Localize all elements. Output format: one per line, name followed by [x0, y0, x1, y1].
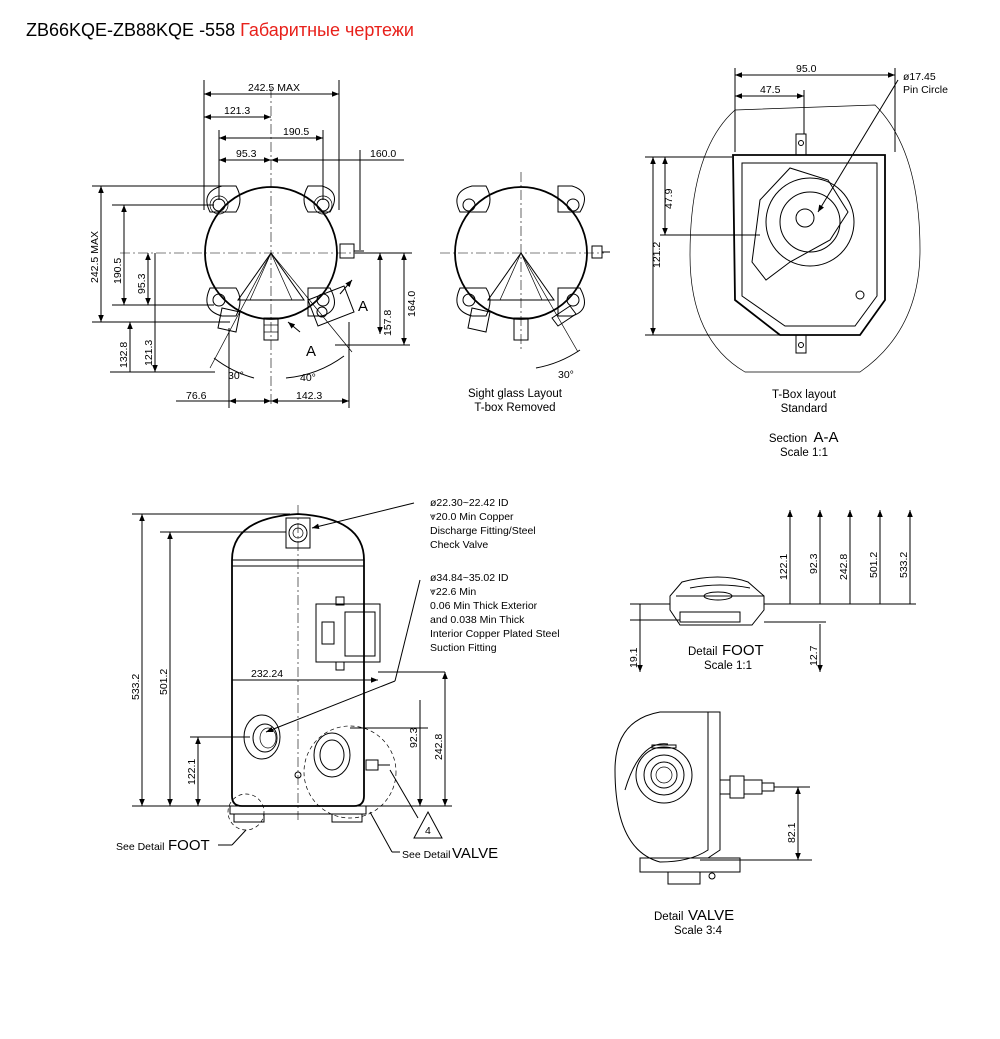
- foot-dim-242-8: 242.8: [838, 554, 850, 580]
- foot-outline: [669, 576, 765, 626]
- suction-note-4: and 0.038 Min Thick: [430, 614, 525, 626]
- foot-dim-92-3: 92.3: [808, 553, 820, 574]
- dim-157-8: 157.8: [382, 310, 394, 336]
- dim-160-0: 160.0: [370, 148, 396, 160]
- detail-foot-view: 19.1 122.1 92.3 242.8 501.2 533.2 12.7 D…: [628, 510, 916, 672]
- valve-port: [650, 761, 678, 789]
- section-outline: [689, 104, 921, 373]
- detail-valve-word: Detail: [654, 911, 683, 923]
- section-marker-a-2: A: [306, 343, 316, 360]
- dim-242-5-max-h: 242.5 MAX: [248, 82, 300, 94]
- tbox-section-view: 95.0 47.5 ø17.45 Pin Circle 47.9 121.2 T…: [645, 63, 948, 459]
- section-scale: Scale 1:1: [780, 447, 828, 459]
- suction-fitting: [252, 723, 278, 753]
- dim-501-2: 501.2: [158, 669, 170, 695]
- suction-note-6: Suction Fitting: [430, 642, 497, 654]
- dim-190-5: 190.5: [283, 126, 309, 138]
- dim-142-3: 142.3: [296, 390, 322, 402]
- dim-121-3: 121.3: [224, 105, 250, 117]
- angle-30: 30°: [228, 370, 244, 382]
- suction-note-2: ⩔22.6 Min: [430, 586, 476, 598]
- detail-valve-name: VALVE: [688, 907, 734, 924]
- top-view: 242.5 MAX 121.3 190.5 95.3 160.0 242.5 M…: [89, 80, 418, 408]
- pin-circle-label: Pin Circle: [903, 84, 948, 96]
- dim-122-1: 122.1: [186, 759, 198, 785]
- foot-dim-12-7: 12.7: [808, 645, 820, 666]
- sight-glass-fitting: [319, 739, 345, 771]
- discharge-note-4: Check Valve: [430, 539, 488, 551]
- detail-valve-view: 82.1 Detail VALVE Scale 3:4: [614, 711, 812, 937]
- valve-dim-82-1: 82.1: [786, 822, 798, 843]
- see-detail-foot: FOOT: [168, 837, 210, 854]
- dim-242-5-max-v: 242.5 MAX: [89, 231, 101, 283]
- angle-30-sight: 30°: [558, 369, 574, 381]
- dim-47-9: 47.9: [663, 188, 675, 209]
- dim-533-2: 533.2: [130, 674, 142, 700]
- pin-circle-diameter: ø17.45: [903, 71, 936, 83]
- foot-dim-501-2: 501.2: [868, 552, 880, 578]
- see-detail-foot-prefix: See Detail: [116, 841, 164, 853]
- suction-note-3: 0.06 Min Thick Exterior: [430, 600, 538, 612]
- dim-132-8: 132.8: [118, 342, 130, 368]
- foot-dim-19-1: 19.1: [628, 647, 640, 668]
- detail-foot-name: FOOT: [722, 642, 764, 659]
- model-title: ZB66KQE-ZB88KQE -558: [26, 20, 236, 40]
- see-detail-valve: VALVE: [452, 845, 498, 862]
- valve-housing: [614, 711, 709, 863]
- sight-glass-box: [307, 285, 355, 327]
- foot-dim-122-1: 122.1: [778, 554, 790, 580]
- triangle-note-number: 4: [425, 825, 431, 837]
- dim-95-0: 95.0: [796, 63, 817, 75]
- section-word: Section: [769, 433, 807, 445]
- detail-foot-scale: Scale 1:1: [704, 660, 752, 672]
- angle-40: 40°: [300, 372, 316, 384]
- note-triangle: [413, 810, 443, 839]
- tbox-side: [315, 603, 381, 663]
- sight-glass-caption-2: T-box Removed: [474, 402, 555, 414]
- dim-95-3: 95.3: [236, 148, 257, 160]
- dim-47-5: 47.5: [760, 84, 781, 96]
- tbox-outline: [732, 154, 886, 336]
- sight-glass-view: 30° Sight glass Layout T-box Removed: [440, 172, 610, 414]
- sight-glass-caption-1: Sight glass Layout: [468, 388, 563, 400]
- dim-121-2: 121.2: [651, 242, 663, 268]
- dim-92-3: 92.3: [408, 727, 420, 748]
- suction-note-1: ø34.84~35.02 ID: [430, 572, 509, 584]
- side-view: ø22.30~22.42 ID ⩔20.0 Min Copper Dischar…: [116, 497, 560, 862]
- dim-95-3-v: 95.3: [136, 273, 148, 294]
- page-title: ZB66KQE-ZB88KQE -558 Габаритные чертежи: [26, 20, 414, 41]
- dim-164-0: 164.0: [406, 291, 418, 317]
- foot-dim-533-2: 533.2: [898, 552, 910, 578]
- dim-76-6: 76.6: [186, 390, 207, 402]
- tbox-caption-1: T-Box layout: [772, 389, 837, 401]
- see-detail-valve-prefix: See Detail: [402, 849, 450, 861]
- dim-121-3-v: 121.3: [143, 340, 155, 366]
- drawing-subtitle: Габаритные чертежи: [240, 20, 414, 40]
- discharge-note-2: ⩔20.0 Min Copper: [430, 511, 514, 523]
- detail-foot-word: Detail: [688, 646, 717, 658]
- suction-note-5: Interior Copper Plated Steel: [430, 628, 560, 640]
- discharge-note-3: Discharge Fitting/Steel: [430, 525, 536, 537]
- detail-valve-scale: Scale 3:4: [674, 925, 723, 937]
- bottom-fitting: [263, 317, 279, 341]
- section-marker-a-1: A: [358, 298, 368, 315]
- dim-242-8: 242.8: [433, 734, 445, 760]
- discharge-note-1: ø22.30~22.42 ID: [430, 497, 509, 509]
- section-letters: A-A: [813, 429, 838, 446]
- dim-232-24: 232.24: [251, 668, 283, 680]
- tbox-caption-2: Standard: [781, 403, 828, 415]
- dim-190-5-v: 190.5: [112, 258, 124, 284]
